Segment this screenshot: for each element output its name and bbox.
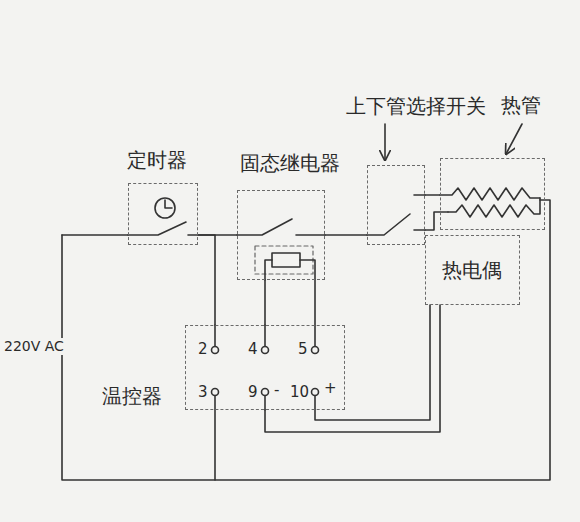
callout-arrow xyxy=(384,124,386,160)
terminal xyxy=(262,389,269,396)
controller-box: 温控器 xyxy=(185,325,345,410)
terminal xyxy=(312,347,319,354)
polarity-mark: - xyxy=(274,382,279,399)
mains-wire xyxy=(62,200,550,480)
coil-lead xyxy=(300,260,315,346)
selector-switch xyxy=(367,195,425,235)
mains-wire xyxy=(62,234,128,236)
clock-symbol xyxy=(155,198,175,218)
wire xyxy=(198,235,215,325)
box-label: 热电偶 xyxy=(442,258,502,282)
wire xyxy=(425,194,440,196)
timer-switch xyxy=(128,222,197,235)
thermocouple-wire xyxy=(315,305,430,420)
relay-box: 固态继电器 xyxy=(237,190,325,280)
part-label: 热管 xyxy=(501,93,541,117)
wire xyxy=(264,280,266,325)
heater-box: 热管 xyxy=(440,158,545,230)
lower-heater-tube xyxy=(448,198,540,217)
relay-switch xyxy=(237,219,325,235)
part-label: 上下管选择开关 xyxy=(346,94,486,118)
part-label: 温控器 xyxy=(102,384,162,408)
thermocouple-box: 热电偶 xyxy=(425,235,520,305)
part-label: 固态继电器 xyxy=(240,151,340,175)
clock-hands xyxy=(165,200,172,208)
selector-switch-box: 上下管选择开关 xyxy=(367,165,425,245)
supply-label: 220V AC xyxy=(2,338,66,355)
terminal-wire xyxy=(214,325,216,346)
upper-heater-tube xyxy=(440,188,540,200)
coil-lead xyxy=(265,260,272,280)
terminal-wire xyxy=(264,325,266,346)
terminal xyxy=(212,347,219,354)
neutral-wire xyxy=(214,396,216,480)
pin-number: 5 xyxy=(298,341,308,358)
pin-number: 9 xyxy=(248,384,258,401)
terminal xyxy=(212,389,219,396)
pin-number: 4 xyxy=(248,341,258,358)
lower-tube-wire xyxy=(425,212,448,230)
wire xyxy=(325,234,367,236)
terminal xyxy=(262,347,269,354)
relay-coil xyxy=(272,253,300,267)
pin-number: 2 xyxy=(198,341,208,358)
part-label: 定时器 xyxy=(127,148,187,172)
thermocouple-wire xyxy=(264,396,266,410)
pin-number: 10 xyxy=(290,384,309,401)
timer-box: 定时器 xyxy=(128,183,198,245)
terminal xyxy=(312,389,319,396)
polarity-mark: + xyxy=(324,380,337,397)
callout-arrow xyxy=(506,124,522,154)
pin-number: 3 xyxy=(198,384,208,401)
